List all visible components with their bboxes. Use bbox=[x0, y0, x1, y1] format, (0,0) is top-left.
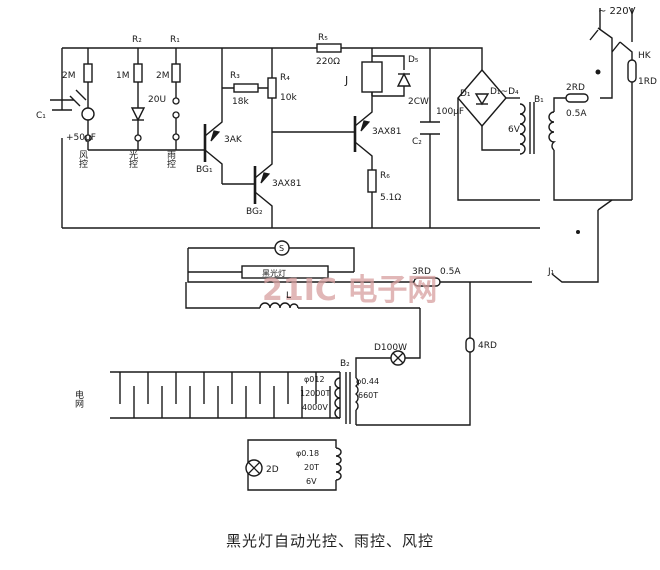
label-10k: 10k bbox=[280, 93, 297, 103]
label-0.5a-bottom: 0.5A bbox=[440, 267, 461, 277]
sensor-contacts bbox=[84, 97, 180, 142]
label-black-light: 黑光灯 bbox=[262, 268, 286, 278]
transformer-b2 bbox=[334, 372, 359, 424]
relay-coil bbox=[361, 61, 383, 93]
resistor-r5 bbox=[316, 43, 342, 53]
label-220r: 220Ω bbox=[316, 57, 340, 67]
label-rain: 雨控 bbox=[165, 150, 176, 169]
lamp-d100w bbox=[390, 350, 406, 366]
transformer-b3 bbox=[335, 447, 342, 481]
label-r3: R₃ bbox=[230, 71, 240, 81]
label-s: S bbox=[279, 244, 284, 253]
label-1m: 1M bbox=[116, 71, 130, 81]
black-light-tube bbox=[241, 265, 329, 279]
bg2-arrow bbox=[260, 172, 271, 184]
resistor-r1a bbox=[83, 63, 93, 83]
hk-switch bbox=[589, 29, 621, 53]
label-6v-b3: 6V bbox=[306, 477, 317, 486]
label-d5: D₅ bbox=[408, 55, 419, 65]
label-light: 光控 bbox=[127, 149, 138, 169]
label-b2: B₂ bbox=[340, 359, 350, 369]
resistors bbox=[83, 43, 377, 193]
label-2m-b: 2M bbox=[156, 71, 170, 81]
label-4000v: 4000V bbox=[302, 403, 328, 412]
label-5r1: 5.1Ω bbox=[380, 193, 401, 203]
label-j1: J₁ bbox=[547, 267, 555, 277]
label-1rd: 1RD bbox=[638, 77, 657, 87]
transistor-bars bbox=[203, 116, 357, 204]
label-r1: R₁ bbox=[170, 35, 180, 45]
label-660t: 660T bbox=[358, 391, 378, 400]
resistor-r6 bbox=[367, 169, 377, 193]
label-3ax81-b: 3AX81 bbox=[372, 127, 402, 137]
label-2d: 2D bbox=[266, 465, 279, 475]
ballast-coil bbox=[259, 302, 299, 309]
label-j: J bbox=[344, 74, 348, 87]
led-diode bbox=[130, 107, 146, 122]
label-b1: B₁ bbox=[534, 95, 544, 105]
label-2rd: 2RD bbox=[566, 83, 585, 93]
label-l: L bbox=[286, 291, 291, 301]
label-bg2: BG₂ bbox=[246, 207, 263, 217]
fuses bbox=[413, 59, 637, 353]
label-20t: 20T bbox=[304, 463, 319, 472]
transistor-arrows bbox=[210, 120, 371, 184]
fuse-4rd bbox=[465, 337, 475, 353]
label-r4: R₄ bbox=[280, 73, 290, 83]
bg1-arrow bbox=[210, 130, 221, 142]
watermark: 21IC 电子网 bbox=[262, 273, 437, 308]
label-3rd: 3RD bbox=[412, 267, 431, 277]
starter-s bbox=[274, 240, 290, 256]
label-wind: 风控 bbox=[77, 150, 88, 169]
label-6v: 6V bbox=[508, 125, 521, 135]
label-c1-val: +50μF bbox=[66, 133, 96, 143]
label-c2: C₂ bbox=[412, 137, 422, 147]
resistor-r3 bbox=[233, 83, 259, 93]
label-12000t: 12000T bbox=[300, 389, 330, 398]
bg3-arrow bbox=[360, 120, 371, 132]
label-r5: R₅ bbox=[318, 33, 328, 43]
vertical-labels: 电网 风控 光控 雨控 bbox=[73, 149, 176, 409]
fuse-1rd bbox=[627, 59, 637, 83]
label-c1: C₁ bbox=[36, 111, 46, 121]
photo-sensor bbox=[69, 89, 95, 121]
resistor-r4 bbox=[267, 77, 277, 99]
label-20u: 20U bbox=[148, 95, 166, 105]
label-phi018: φ0.18 bbox=[296, 449, 319, 458]
figure-caption: 黑光灯自动光控、雨控、风控 bbox=[225, 532, 434, 550]
resistor-r1 bbox=[171, 63, 181, 83]
label-d100w: D100W bbox=[374, 343, 407, 353]
resistor-r2 bbox=[133, 63, 143, 83]
label-hk: HK bbox=[638, 51, 652, 61]
label-phi012: φ012 bbox=[304, 375, 325, 384]
wires bbox=[50, 8, 633, 491]
label-d1: D₁ bbox=[460, 89, 471, 99]
label-4rd: 4RD bbox=[478, 341, 497, 351]
bridge-diode bbox=[474, 93, 490, 106]
label-r6: R₆ bbox=[380, 171, 390, 181]
label-grid: 电网 bbox=[73, 389, 84, 409]
junction-dot bbox=[595, 69, 601, 75]
lamp-2d bbox=[245, 459, 263, 477]
fuse-2rd bbox=[565, 93, 589, 103]
label-phi044: φ0.44 bbox=[356, 377, 379, 386]
label-d1-d4: D₁~D₄ bbox=[490, 87, 519, 97]
flyback-diode bbox=[396, 72, 412, 87]
label-18k: 18k bbox=[232, 97, 249, 107]
label-2m-a: 2M bbox=[62, 71, 76, 81]
labels: R₂ R₁ 2M 1M 2M 20U C₁ +50μF R₃ 18k R₄ 10… bbox=[36, 6, 657, 486]
junction-dot-2 bbox=[576, 230, 580, 234]
label-220v: ~ 220V bbox=[598, 6, 636, 17]
transformer-b1 bbox=[519, 102, 557, 155]
label-100uf: 100μF bbox=[436, 107, 464, 117]
fuse-3rd bbox=[413, 277, 441, 287]
label-2cw: 2CW bbox=[408, 97, 429, 107]
label-0.5a-top: 0.5A bbox=[566, 109, 587, 119]
label-bg1: BG₁ bbox=[196, 165, 213, 175]
label-3ak: 3AK bbox=[224, 135, 243, 145]
label-r2: R₂ bbox=[132, 35, 142, 45]
label-3ax81-a: 3AX81 bbox=[272, 179, 302, 189]
